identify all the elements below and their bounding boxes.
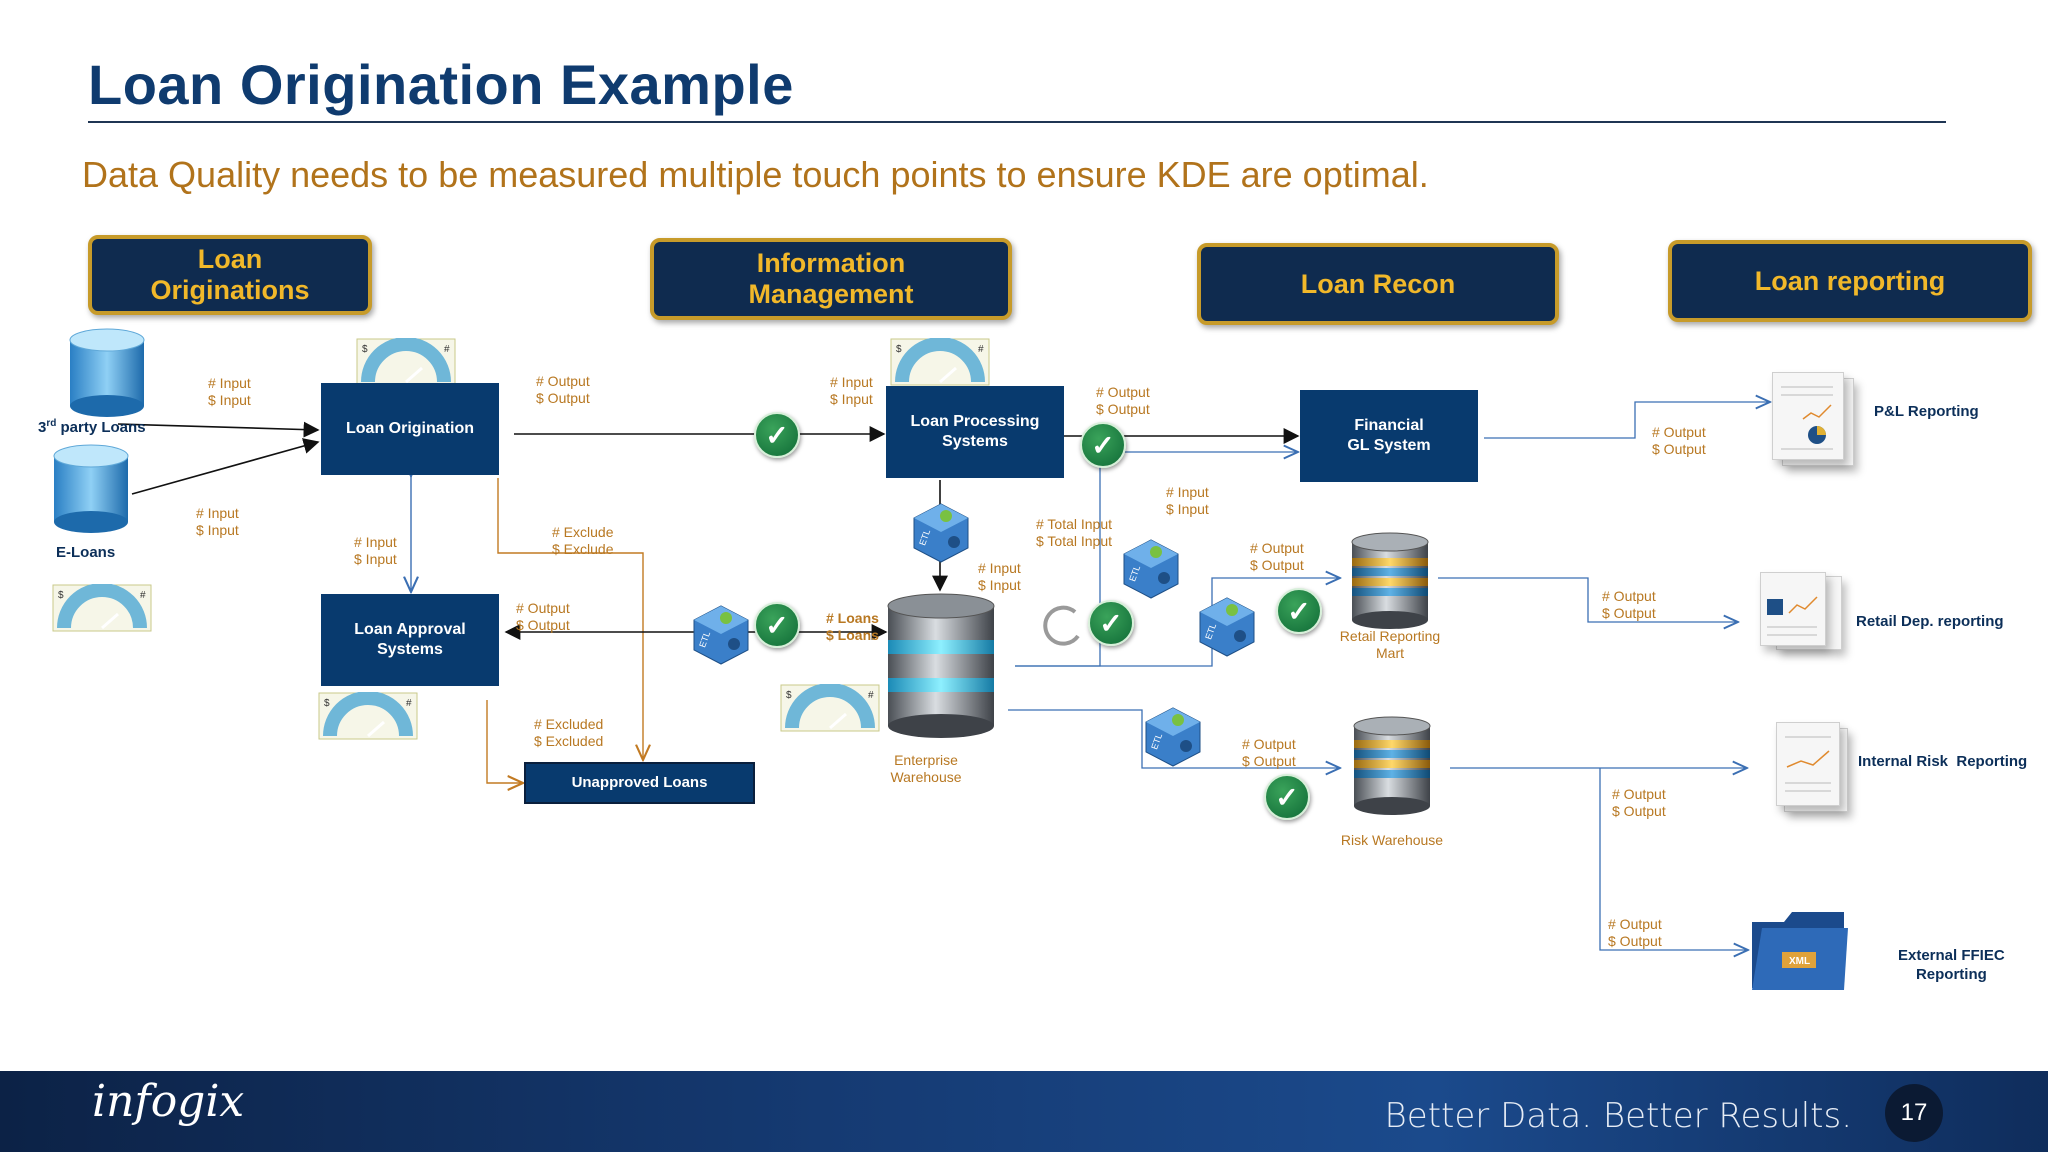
report-retail: Retail Dep. reporting	[1856, 613, 2004, 630]
database-icon	[69, 328, 145, 417]
retail-mart-label: Retail Reporting Mart	[1339, 628, 1441, 661]
header-loan-originations: Loan Originations	[88, 235, 372, 315]
etl-icon: ETL	[690, 604, 752, 671]
metric-output: # Output $ Output	[516, 600, 570, 633]
metric-output: # Output $ Output	[1096, 384, 1150, 417]
svg-text:#: #	[444, 344, 450, 355]
infogix-logo: infogix	[92, 1076, 245, 1127]
risk-warehouse-label: Risk Warehouse	[1340, 832, 1444, 848]
gauge-icon: $#	[356, 337, 456, 391]
metric-output: # Output $ Output	[1602, 588, 1656, 621]
arrow-excluded	[486, 700, 523, 783]
arrow-exclude	[497, 478, 643, 760]
metric-output: # Output $ Output	[1652, 424, 1706, 457]
metric-exclude: # Exclude $ Exclude	[552, 524, 614, 557]
database-icon	[53, 444, 129, 533]
svg-text:$: $	[896, 344, 902, 355]
svg-text:#: #	[868, 690, 874, 701]
header-label: Information Management	[748, 248, 914, 309]
gauge-icon: $#	[780, 683, 880, 737]
etl-icon: ETL	[1142, 706, 1204, 773]
system-unapproved-loans: Unapproved Loans	[524, 762, 755, 804]
metric-input: # Input $ Input	[354, 534, 397, 567]
check-icon: ✓	[1088, 600, 1134, 646]
svg-text:XML: XML	[1789, 956, 1810, 967]
gauge-icon: $#	[890, 337, 990, 391]
etl-icon: ETL	[1120, 538, 1182, 605]
svg-text:#: #	[406, 698, 412, 709]
arrow-risk-ffiec	[1599, 768, 1748, 950]
gauge-icon: $#	[52, 583, 152, 637]
header-label: Loan reporting	[1754, 265, 1946, 296]
xml-folder-icon: XML	[1748, 908, 1852, 999]
metric-output: # Output $ Output	[1608, 916, 1662, 949]
metric-output: # Output $ Output	[536, 373, 590, 406]
svg-text:$: $	[324, 698, 330, 709]
risk-warehouse-icon	[1353, 716, 1431, 815]
arrow-retail-report	[1438, 577, 1738, 622]
system-financial-gl: Financial GL System	[1300, 390, 1478, 482]
header-label: Loan Recon	[1300, 268, 1456, 299]
metric-total-input: # Total Input $ Total Input	[1036, 516, 1113, 549]
page-title: Loan Origination Example	[88, 53, 794, 116]
system-loan-processing: Loan Processing Systems	[886, 386, 1064, 478]
header-label: Loan Originations	[150, 244, 310, 305]
header-information-management: Information Management	[650, 238, 1012, 320]
metric-output: # Output $ Output	[1250, 540, 1304, 573]
arrow-gl-pl	[1484, 402, 1770, 439]
source-3rd-party-loans: 3rd party Loans	[38, 418, 146, 436]
page-number: 17	[1885, 1084, 1943, 1142]
check-icon: ✓	[754, 602, 800, 648]
source-eloans: E-Loans	[56, 544, 116, 561]
metric-output: # Output $ Output	[1612, 786, 1666, 819]
refresh-icon	[1043, 605, 1080, 646]
svg-text:$: $	[58, 590, 64, 601]
etl-icon: ETL	[1196, 596, 1258, 663]
header-loan-recon: Loan Recon	[1197, 243, 1559, 325]
enterprise-warehouse-label: Enterprise Warehouse	[890, 752, 962, 785]
report-internal-risk: Internal Risk Reporting	[1858, 753, 2028, 770]
arrow-eloans	[131, 438, 320, 495]
metric-input: # Input $ Input	[1166, 484, 1209, 517]
metric-input: # Input $ Input	[196, 505, 239, 538]
report-ffiec: External FFIEC Reporting	[1898, 947, 2005, 983]
system-loan-origination: Loan Origination	[321, 383, 499, 475]
metric-input: # Input $ Input	[978, 560, 1021, 593]
svg-text:#: #	[140, 590, 146, 601]
check-icon: ✓	[754, 412, 800, 458]
svg-text:$: $	[362, 344, 368, 355]
footer-bar	[0, 1071, 2048, 1152]
svg-text:$: $	[786, 690, 792, 701]
metric-input: # Input $ Input	[208, 375, 251, 408]
metric-output: # Output $ Output	[1242, 736, 1296, 769]
retail-mart-icon	[1351, 532, 1429, 629]
metric-input: # Input $ Input	[830, 374, 873, 407]
check-icon: ✓	[1276, 588, 1322, 634]
check-icon: ✓	[1264, 774, 1310, 820]
system-loan-approval: Loan Approval Systems	[321, 594, 499, 686]
arrow-warehouse-risk	[1008, 709, 1340, 768]
enterprise-warehouse-icon	[887, 593, 995, 738]
check-icon: ✓	[1080, 422, 1126, 468]
footer-tagline: Better Data. Better Results.	[1384, 1096, 1852, 1136]
gauge-icon: $#	[318, 691, 418, 745]
metric-excluded: # Excluded $ Excluded	[534, 716, 604, 749]
metric-loans: # Loans $ Loans	[826, 610, 879, 643]
svg-text:#: #	[978, 344, 984, 355]
subtitle: Data Quality needs to be measured multip…	[82, 154, 1429, 195]
header-loan-reporting: Loan reporting	[1668, 240, 2032, 322]
arrow-3rd-party	[117, 421, 320, 438]
title-rule	[88, 121, 1946, 123]
etl-icon: ETL	[910, 502, 972, 569]
report-pl: P&L Reporting	[1874, 403, 1979, 420]
